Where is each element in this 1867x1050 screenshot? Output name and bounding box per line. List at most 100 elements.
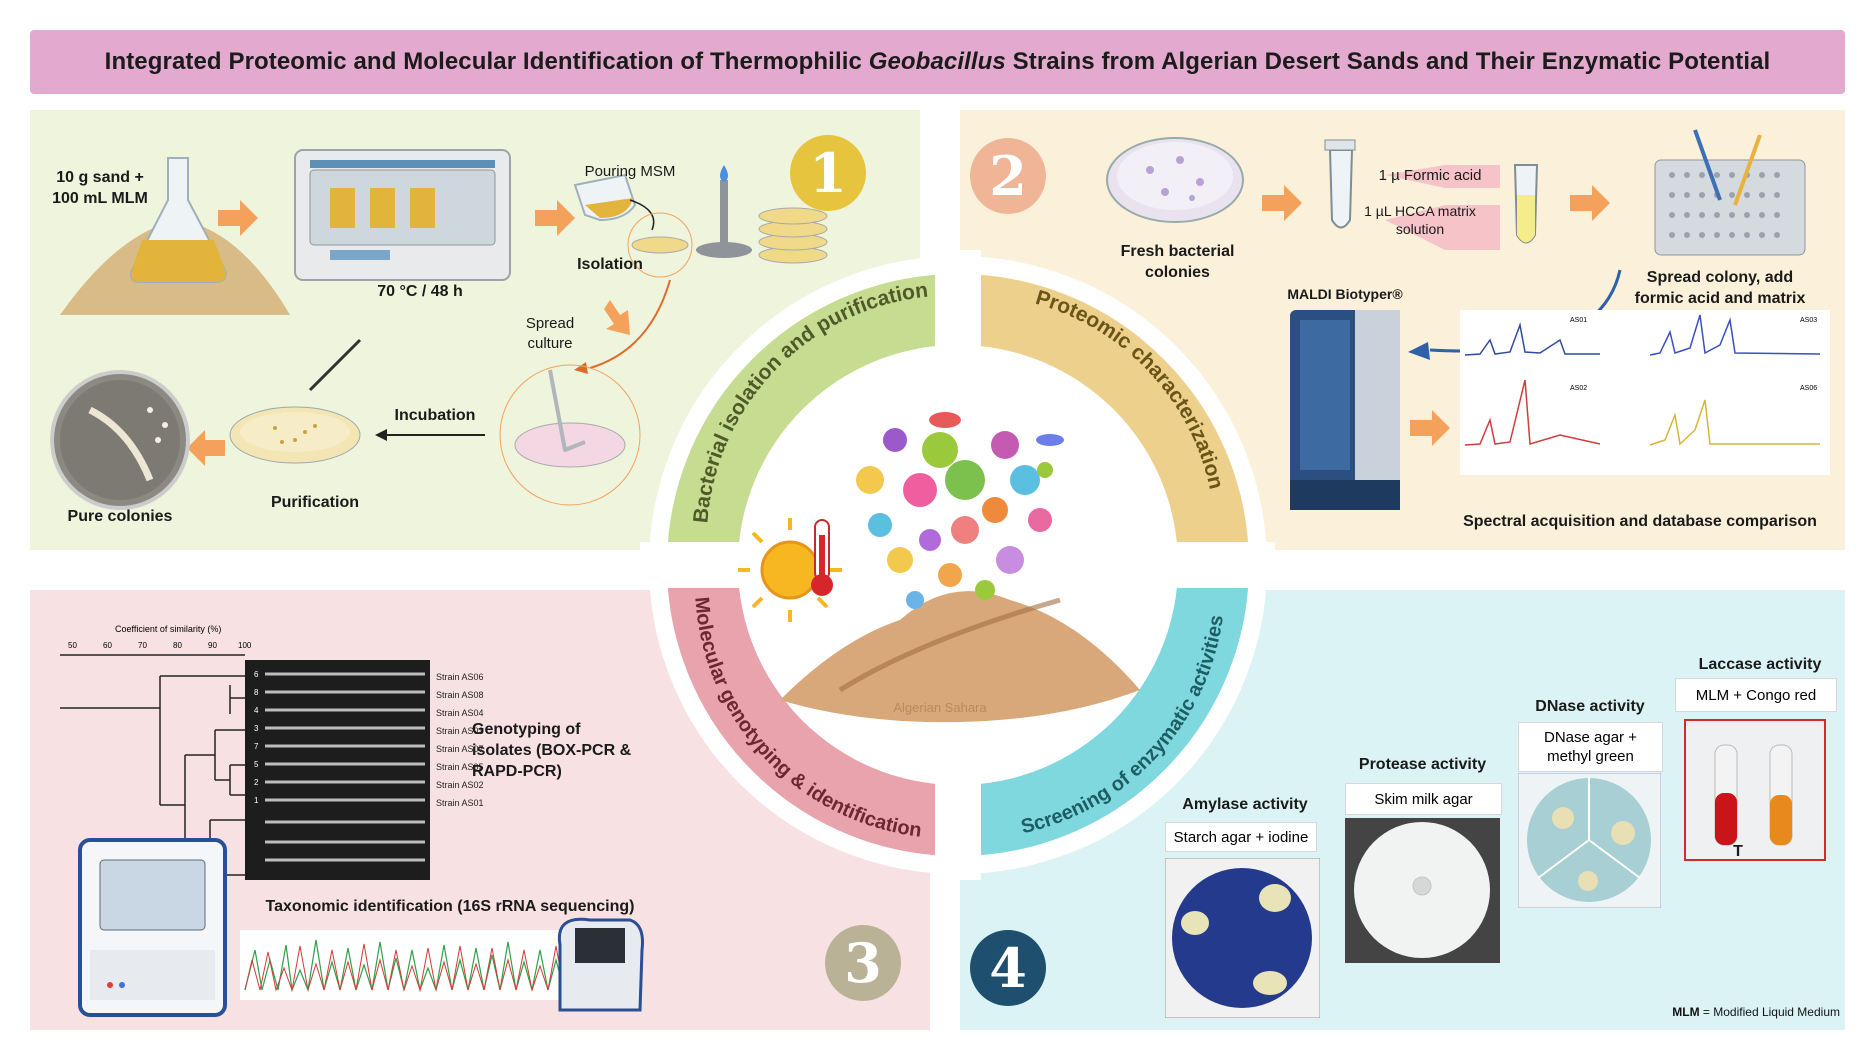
curved-arrow-icon [589, 279, 671, 369]
amylase-medium: Starch agar + iodine [1165, 822, 1317, 852]
panel1-graphics [50, 149, 828, 510]
spread-label: Spread culture [525, 315, 575, 352]
purification-label: Purification [270, 494, 359, 511]
taxonomic-label: Taxonomic identification (16S rRNA seque… [265, 898, 635, 915]
pouring-label: Pouring MSM [584, 163, 676, 180]
dendrogram-axis-title: Coefficient of similarity (%) [115, 624, 221, 634]
genotyping-label: Genotyping of isolates (BOX-PCR & RAPD-P… [472, 721, 632, 780]
purification-dish-icon [229, 338, 362, 464]
fresh-colonies-label: Fresh bacterial colonies [1120, 243, 1235, 281]
strain-label: Strain AS08 [436, 690, 484, 700]
step-badge-3: 3 [825, 925, 901, 1001]
spectrum-tag: AS01 [1570, 317, 1587, 324]
spread-dish-icon [499, 364, 641, 506]
thermometer-icon [811, 519, 833, 596]
beaker-icon [573, 173, 637, 222]
dendrogram-tick: 50 [68, 641, 77, 650]
arrow-icon [218, 200, 258, 236]
tube-yellow-icon [1513, 164, 1539, 244]
dendrogram-tick: 80 [173, 641, 182, 650]
spectrum-tag: AS06 [1800, 385, 1817, 392]
spectrum-tag: AS03 [1800, 317, 1817, 324]
ring-quadrant-3 [658, 565, 958, 865]
sun-icon [738, 518, 842, 622]
maldi-biotyper-icon [1290, 310, 1400, 510]
amylase-title: Amylase activity [1182, 796, 1308, 813]
protease-medium: Skim milk agar [1345, 783, 1502, 815]
strain-label: Strain AS03 [436, 726, 484, 736]
hcca-label: 1 µL HCCA matrix solution [1364, 203, 1476, 238]
lane-number: 6 [254, 670, 259, 679]
amylase-plate [1165, 858, 1320, 1018]
dnase-plate [1518, 773, 1661, 908]
dnase-title: DNase activity [1535, 698, 1645, 715]
fresh-colonies-dish-icon [1106, 137, 1244, 223]
strain-label: Strain AS01 [436, 798, 484, 808]
sand-label: 10 g sand + 100 mL MLM [52, 169, 148, 207]
spectra-label: Spectral acquisition and database compar… [1463, 513, 1817, 530]
arrow-icon [604, 300, 630, 335]
dendrogram-tick: 60 [103, 641, 112, 650]
lane-number: 7 [254, 742, 259, 751]
spectrum-tag: AS02 [1570, 385, 1587, 392]
arrow-icon [1570, 185, 1610, 221]
incubator-icon [294, 149, 511, 281]
spectrophotometer-icon [557, 917, 644, 1012]
strain-label: Strain AS02 [436, 780, 484, 790]
pure-colonies-plate-icon [50, 370, 190, 510]
sequencer-icon [78, 838, 227, 1017]
arrow-icon [187, 430, 225, 466]
dendrogram-tick: 100 [238, 641, 252, 650]
title-bar: Integrated Proteomic and Molecular Ident… [30, 30, 1845, 94]
page-title: Integrated Proteomic and Molecular Ident… [104, 48, 1771, 75]
dnase-medium: DNase agar + methyl green [1518, 722, 1663, 772]
laccase-tube-label: T [1733, 843, 1743, 860]
step-badge-1: 1 [790, 135, 866, 211]
ring-quadrant-1 [658, 265, 958, 565]
flask-icon [130, 157, 227, 283]
arrow-icon [1410, 410, 1450, 446]
step-badge-4: 4 [970, 930, 1046, 1006]
lane-number: 2 [254, 778, 259, 787]
desert-dune-icon [780, 591, 1140, 723]
arrow-icon [535, 200, 575, 236]
maldi-target-plate-icon [1654, 129, 1806, 256]
sahara-label: Algerian Sahara [893, 700, 987, 715]
pure-colonies-label: Pure colonies [67, 508, 173, 525]
panel3-graphics: Coefficient of similarity (%) 50 60 70 8… [60, 624, 644, 1017]
microbes-icon [856, 412, 1064, 609]
isolation-highlight [627, 212, 693, 278]
lane-number: 1 [254, 796, 259, 805]
lane-number: 5 [254, 760, 259, 769]
laccase-title: Laccase activity [1698, 656, 1822, 673]
footnote: MLM = Modified Liquid Medium [1672, 1005, 1840, 1019]
petri-dish-icon [631, 236, 689, 254]
incubation-label: Incubation [394, 407, 476, 424]
hcca-tag [1385, 205, 1500, 250]
lane-number: 4 [254, 706, 259, 715]
arrow-icon [1262, 185, 1302, 221]
pour-arrow-icon [629, 199, 655, 231]
protease-plate [1345, 818, 1500, 963]
spread-matrix-label: Spread colony, add formic acid and matri… [1634, 269, 1806, 307]
strain-label: Strain AS05 [436, 762, 484, 772]
laccase-tubes [1684, 719, 1826, 861]
lane-number: 8 [254, 688, 259, 697]
tube-icon [1324, 139, 1356, 229]
incubator-label: 70 °C / 48 h [377, 283, 463, 300]
formic-acid-label: 1 µ Formic acid [1378, 167, 1482, 184]
strain-label: Strain AS06 [436, 672, 484, 682]
plate-stack-icon [758, 207, 828, 264]
ring-quadrant-4 [958, 565, 1258, 865]
formic-acid-tag [1385, 165, 1500, 188]
step-badge-2: 2 [970, 138, 1046, 214]
lane-number: 3 [254, 724, 259, 733]
mass-spectra-icon: AS01 AS03 AS02 AS06 [1460, 310, 1830, 475]
isolation-label: Isolation [577, 256, 643, 273]
laccase-medium: MLM + Congo red [1675, 678, 1837, 712]
strain-label: Strain AS07 [436, 744, 484, 754]
panel2-graphics: AS01 AS03 AS02 AS06 [1106, 129, 1830, 510]
strain-label: Strain AS04 [436, 708, 484, 718]
ring-quadrant-2 [958, 265, 1258, 565]
dendrogram-tick: 70 [138, 641, 147, 650]
